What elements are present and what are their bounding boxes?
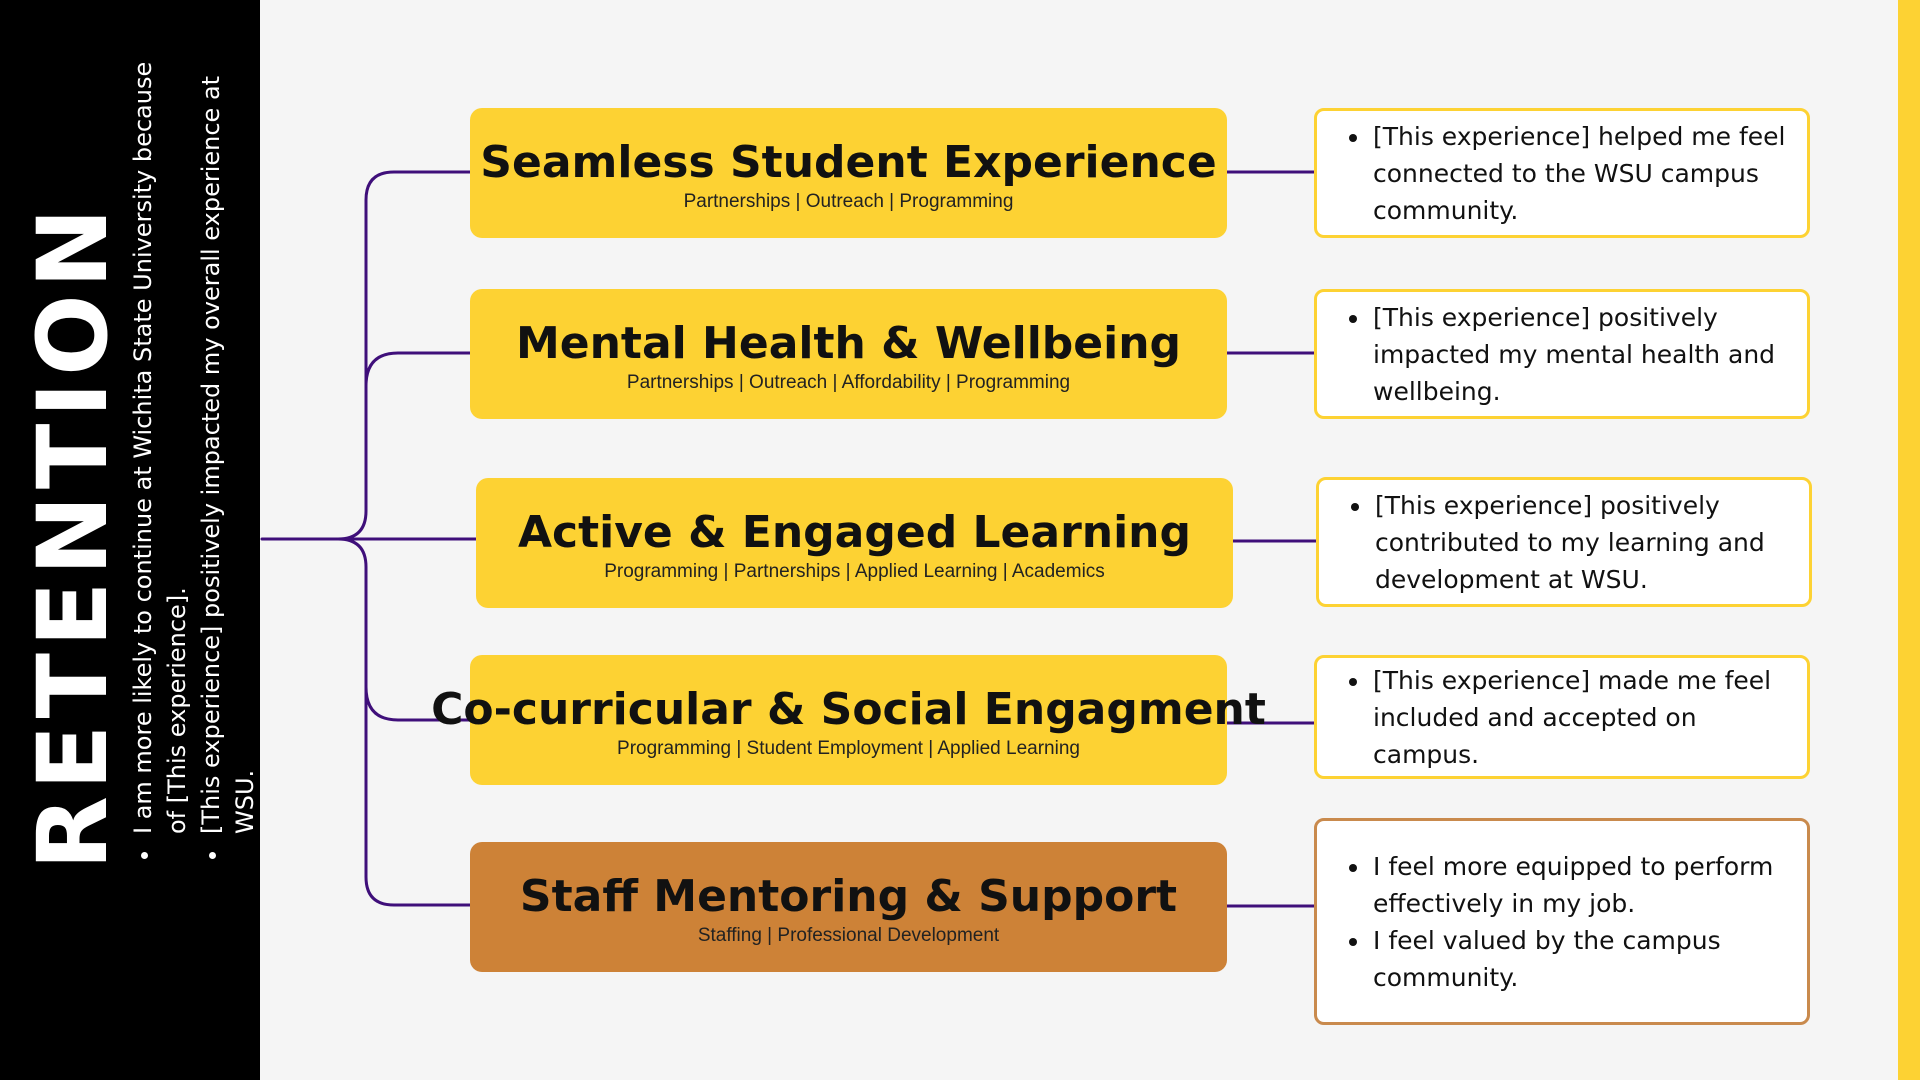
outcome-item: [This experience] positively contributed… [1373, 487, 1809, 598]
branch-title: Staff Mentoring & Support [519, 871, 1178, 922]
outcome-box-2: [This experience] positively impacted my… [1314, 289, 1810, 419]
outcome-list: [This experience] positively contributed… [1319, 487, 1809, 598]
branch-subtitle: Staffing | Professional Development [697, 925, 1000, 946]
spine-lower [336, 537, 472, 907]
branch-pill-mental-health-wellbeing: Mental Health & Wellbeing Partnerships |… [470, 289, 1227, 419]
outcome-box-5: I feel more equipped to perform effectiv… [1314, 818, 1810, 1025]
outcome-item: I feel valued by the campus community. [1371, 922, 1807, 996]
outcome-item: [This experience] made me feel included … [1371, 662, 1807, 773]
branch-pill-seamless-student-experience: Seamless Student Experience Partnerships… [470, 108, 1227, 238]
branch-subtitle: Partnerships | Outreach | Affordability … [626, 372, 1071, 393]
branch-pill-staff-mentoring-support: Staff Mentoring & Support Staffing | Pro… [470, 842, 1227, 972]
branch-connector-4 [364, 685, 472, 722]
outcome-box-1: [This experience] helped me feel connect… [1314, 108, 1810, 238]
outcome-list: I feel more equipped to perform effectiv… [1317, 848, 1807, 996]
outcome-item: [This experience] positively impacted my… [1371, 299, 1807, 410]
outcome-box-4: [This experience] made me feel included … [1314, 655, 1810, 779]
outcome-box-3: [This experience] positively contributed… [1316, 477, 1812, 607]
sidebar: RETENTION I am more likely to continue a… [0, 0, 260, 1080]
branch-title: Mental Health & Wellbeing [515, 318, 1182, 369]
outcome-list: [This experience] positively impacted my… [1317, 299, 1807, 410]
branch-subtitle: Programming | Partnerships | Applied Lea… [604, 561, 1105, 582]
outcome-list: [This experience] helped me feel connect… [1317, 118, 1807, 229]
outcome-item: I feel more equipped to perform effectiv… [1371, 848, 1807, 922]
branch-pill-active-engaged-learning: Active & Engaged Learning Programming | … [476, 478, 1233, 608]
branch-connector-2 [364, 351, 472, 388]
branch-title: Co-curricular & Social Engagment [431, 684, 1266, 735]
branch-title: Active & Engaged Learning [518, 507, 1191, 558]
right-accent-strip [1898, 0, 1920, 1080]
spine-upper [336, 170, 472, 541]
outcome-list: [This experience] made me feel included … [1317, 662, 1807, 773]
branch-pill-co-curricular-social-engagement: Co-curricular & Social Engagment Program… [431, 655, 1266, 785]
branch-subtitle: Partnerships | Outreach | Programming [683, 191, 1014, 212]
branch-title: Seamless Student Experience [480, 137, 1217, 188]
outcome-item: [This experience] helped me feel connect… [1371, 118, 1807, 229]
branch-subtitle: Programming | Student Employment | Appli… [617, 738, 1080, 759]
